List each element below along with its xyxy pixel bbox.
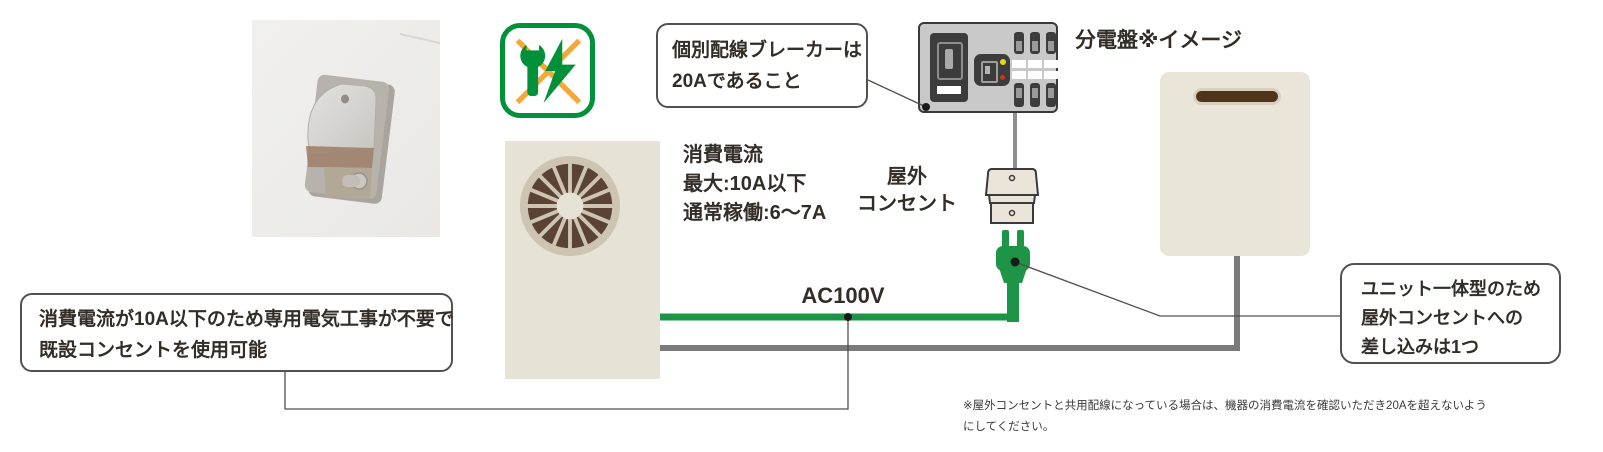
integrated-unit xyxy=(1160,72,1310,256)
wrench-icon xyxy=(520,43,546,69)
circuit-breaker xyxy=(1046,32,1056,54)
lightning-icon xyxy=(543,38,576,104)
outdoor-outlet-photo xyxy=(252,20,441,237)
power-consumption-title: 消費電流 xyxy=(683,144,763,166)
power-plug xyxy=(996,230,1030,322)
fan-unit xyxy=(505,141,660,379)
single-plug-leader-line xyxy=(1014,261,1340,317)
power-consumption-label: 消費電流 最大:10A以下 通常稼働:6〜7A xyxy=(683,141,826,228)
circuit-breaker xyxy=(1030,32,1040,54)
breaker-callout-line1: 個別配線ブレーカーは xyxy=(672,40,863,61)
breaker-callout: 個別配線ブレーカーは 20Aであること xyxy=(656,23,868,108)
power-consumption-max: 最大:10A以下 xyxy=(683,173,807,195)
circuit-breaker xyxy=(1030,83,1040,107)
board-title: 分電盤※イメージ xyxy=(1075,29,1242,52)
circuit-breaker xyxy=(1014,32,1024,54)
status-led-yellow xyxy=(1000,59,1006,65)
voltage-label: AC100V xyxy=(801,283,885,308)
wrench-lightning-crossed-icon xyxy=(515,38,582,105)
circuit-breaker xyxy=(1046,83,1056,107)
main-breaker xyxy=(930,33,968,102)
status-led-red xyxy=(1000,75,1005,80)
breaker-callout-line2: 20Aであること xyxy=(672,70,802,92)
footnote: ※屋外コンセントと共用配線になっている場合は、機器の消費電流を確認いただき20A… xyxy=(963,400,1487,433)
unit-gray-wire xyxy=(658,252,1240,351)
no-electrical-work-icon xyxy=(500,23,595,118)
power-consumption-normal: 通常稼働:6〜7A xyxy=(683,202,827,224)
single-plug-callout: ユニット一体型のため 屋外コンセントへの 差し込みは1つ xyxy=(1340,263,1561,364)
no-construction-callout: 消費電流が10A以下のため専用電気工事が不要で 既設コンセントを使用可能 xyxy=(20,293,454,372)
outdoor-outlet-drawing xyxy=(984,168,1040,224)
outdoor-outlet-label: 屋外 コンセント xyxy=(857,166,957,215)
sub-breaker-module xyxy=(974,54,1010,86)
distribution-board xyxy=(918,22,1058,113)
fan-icon xyxy=(520,156,620,256)
circuit-breaker xyxy=(1014,83,1024,107)
outlet-photo-art xyxy=(252,20,441,237)
unit-vent-slot xyxy=(1193,88,1281,105)
